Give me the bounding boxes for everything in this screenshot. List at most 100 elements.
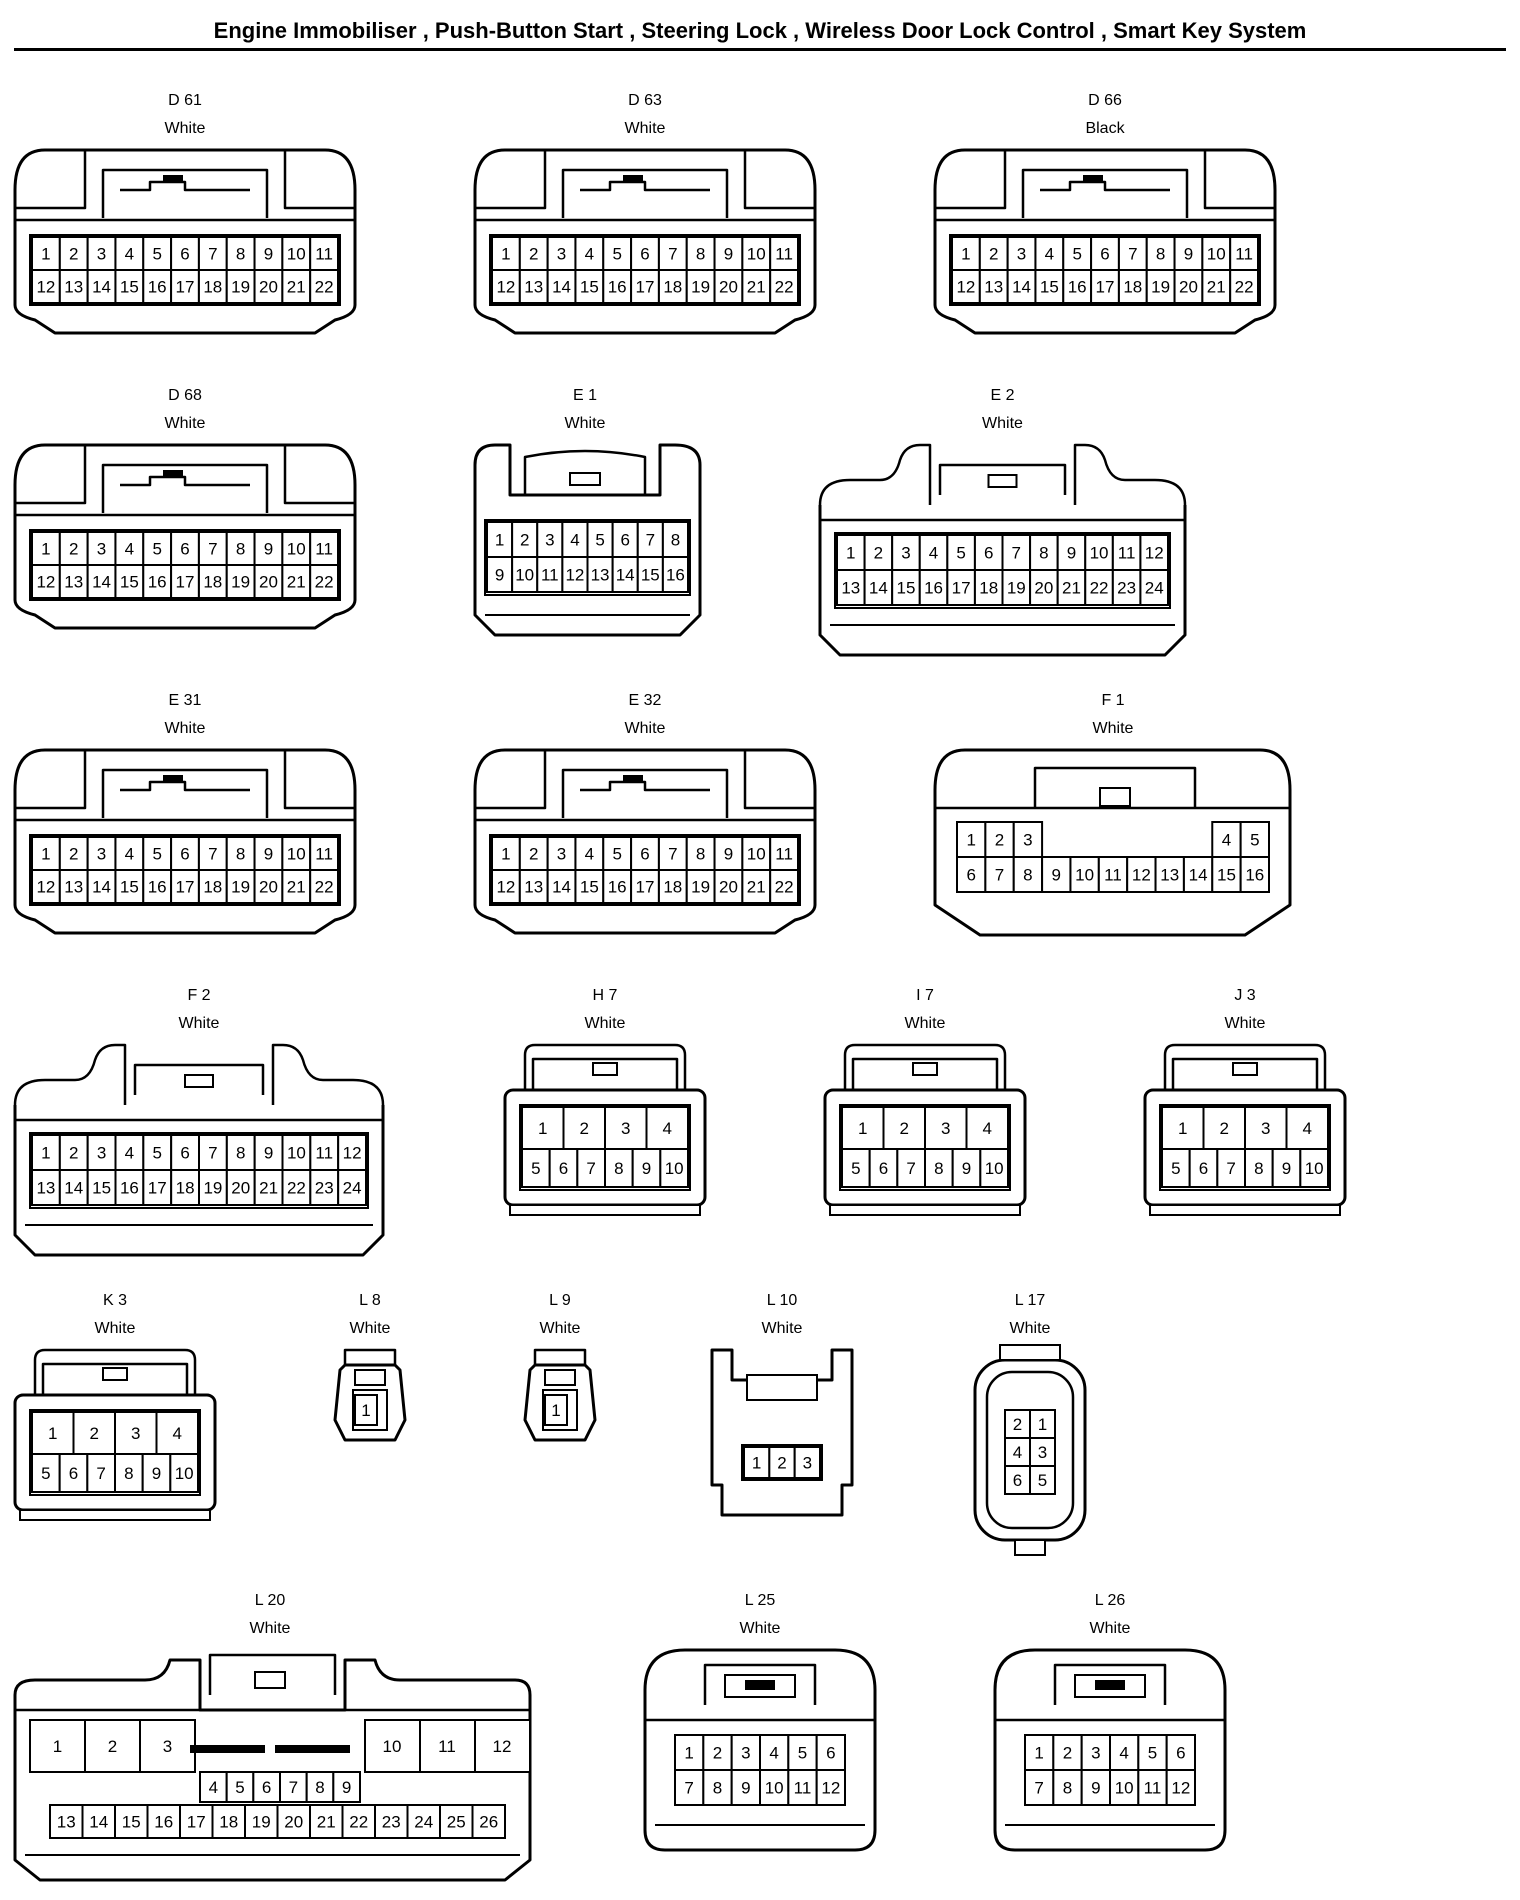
pin-number: 14: [92, 278, 111, 297]
connector-code: E 1: [573, 387, 597, 404]
pin-number: 11: [315, 1144, 333, 1163]
pin-number: 23: [315, 1179, 334, 1198]
latch-tab: [120, 180, 250, 192]
pin-cell: [309, 869, 340, 904]
pin-cell: [1239, 821, 1270, 858]
pin-number: 8: [1023, 866, 1032, 885]
pin-number: 4: [1119, 1744, 1128, 1763]
pin-cell: [58, 1453, 89, 1493]
pin-number: 7: [96, 1464, 105, 1483]
latch-tab: [987, 474, 1018, 488]
pin-cell: [114, 1169, 145, 1206]
latch-tab: [120, 475, 250, 487]
pin-cell: [1137, 1769, 1168, 1806]
pin-cell: [659, 1148, 689, 1188]
pin-number: 4: [1303, 1119, 1312, 1138]
pin-number: 9: [724, 245, 733, 264]
pin-number: 13: [57, 1813, 76, 1832]
pin-cell: [891, 569, 921, 606]
pin-cell: [1126, 856, 1157, 893]
pin-cell: [1154, 856, 1185, 893]
pin-number: 21: [287, 278, 306, 297]
pin-number: 19: [231, 573, 250, 592]
housing-step: [475, 750, 815, 810]
pin-number: 9: [1282, 1159, 1291, 1178]
pin-number: 2: [1063, 1744, 1072, 1763]
latch-tab: [184, 1074, 214, 1088]
pin-number: 18: [1123, 278, 1142, 297]
pin-cell: [657, 269, 688, 304]
pin-number: 12: [343, 1144, 362, 1163]
pin-number: 11: [1144, 1779, 1162, 1798]
pin-cell: [769, 236, 800, 271]
connector-code: J 3: [1234, 987, 1255, 1004]
pin-number: 22: [315, 278, 334, 297]
pin-number: 20: [259, 573, 278, 592]
pin-number: 10: [1115, 1779, 1134, 1798]
pin-number: 8: [934, 1159, 943, 1178]
pin-number: 5: [612, 845, 621, 864]
pin-cell: [406, 1804, 441, 1839]
pin-cell: [170, 1169, 201, 1206]
pin-number: 14: [1189, 866, 1208, 885]
pin-number: 21: [1207, 278, 1226, 297]
pin-number: 12: [565, 566, 584, 585]
latch-arm: [133, 1063, 265, 1095]
pin-cell: [471, 1804, 506, 1839]
pin-number: 3: [1091, 1744, 1100, 1763]
pin-number: 16: [1068, 278, 1087, 297]
pin-cell: [631, 1148, 662, 1188]
pin-cell: [58, 1169, 89, 1206]
latch-arm: [938, 463, 1067, 495]
pin-number: 17: [176, 278, 195, 297]
pin-number: 1: [53, 1737, 62, 1756]
pin-number: 17: [1096, 278, 1115, 297]
pin-cell: [31, 269, 61, 304]
pin-number: 1: [858, 1119, 867, 1138]
latch-hood: [343, 1348, 397, 1365]
pin-number: 1: [1038, 1415, 1047, 1434]
pin-number: 19: [231, 878, 250, 897]
housing-step: [935, 150, 1275, 210]
latch-bar: [1083, 175, 1103, 181]
pin-number: 21: [287, 878, 306, 897]
pin-cell: [518, 236, 549, 271]
pin-number: 8: [696, 245, 705, 264]
connector-color: Black: [1085, 120, 1125, 137]
pin-cell: [768, 1446, 796, 1479]
pin-cell: [574, 269, 605, 304]
pin-cell: [374, 1804, 409, 1839]
pin-number: 4: [125, 245, 134, 264]
pin-number: 2: [995, 831, 1004, 850]
pin-number: 3: [163, 1737, 172, 1756]
pin-number: 19: [691, 878, 710, 897]
pin-cell: [170, 869, 200, 904]
pin-cell: [31, 1169, 61, 1206]
pin-cell: [636, 556, 664, 593]
pin-number: 3: [1038, 1443, 1047, 1462]
pin-cell: [281, 869, 312, 904]
latch-arm: [101, 768, 269, 818]
connector-code: K 3: [103, 1292, 127, 1309]
pin-cell: [1041, 856, 1072, 893]
pin-cell: [713, 836, 744, 871]
pin-cell: [574, 869, 605, 904]
latch-hood: [33, 1348, 197, 1395]
pin-cell: [114, 564, 145, 599]
pin-cell: [354, 1394, 378, 1426]
pin-number: 5: [152, 845, 161, 864]
pin-cell: [769, 869, 800, 904]
connector-color: White: [625, 120, 666, 137]
pin-number: 2: [874, 544, 883, 563]
pin-cell: [1165, 1769, 1196, 1806]
pin-number: 5: [152, 245, 161, 264]
pin-number: 7: [586, 1159, 595, 1178]
pin-cell: [1034, 236, 1065, 271]
pin-number: 6: [826, 1744, 835, 1763]
pin-number: 10: [287, 245, 306, 264]
pin-number: 6: [180, 1144, 189, 1163]
pin-number: 18: [176, 1179, 195, 1198]
pin-number: 1: [41, 245, 50, 264]
